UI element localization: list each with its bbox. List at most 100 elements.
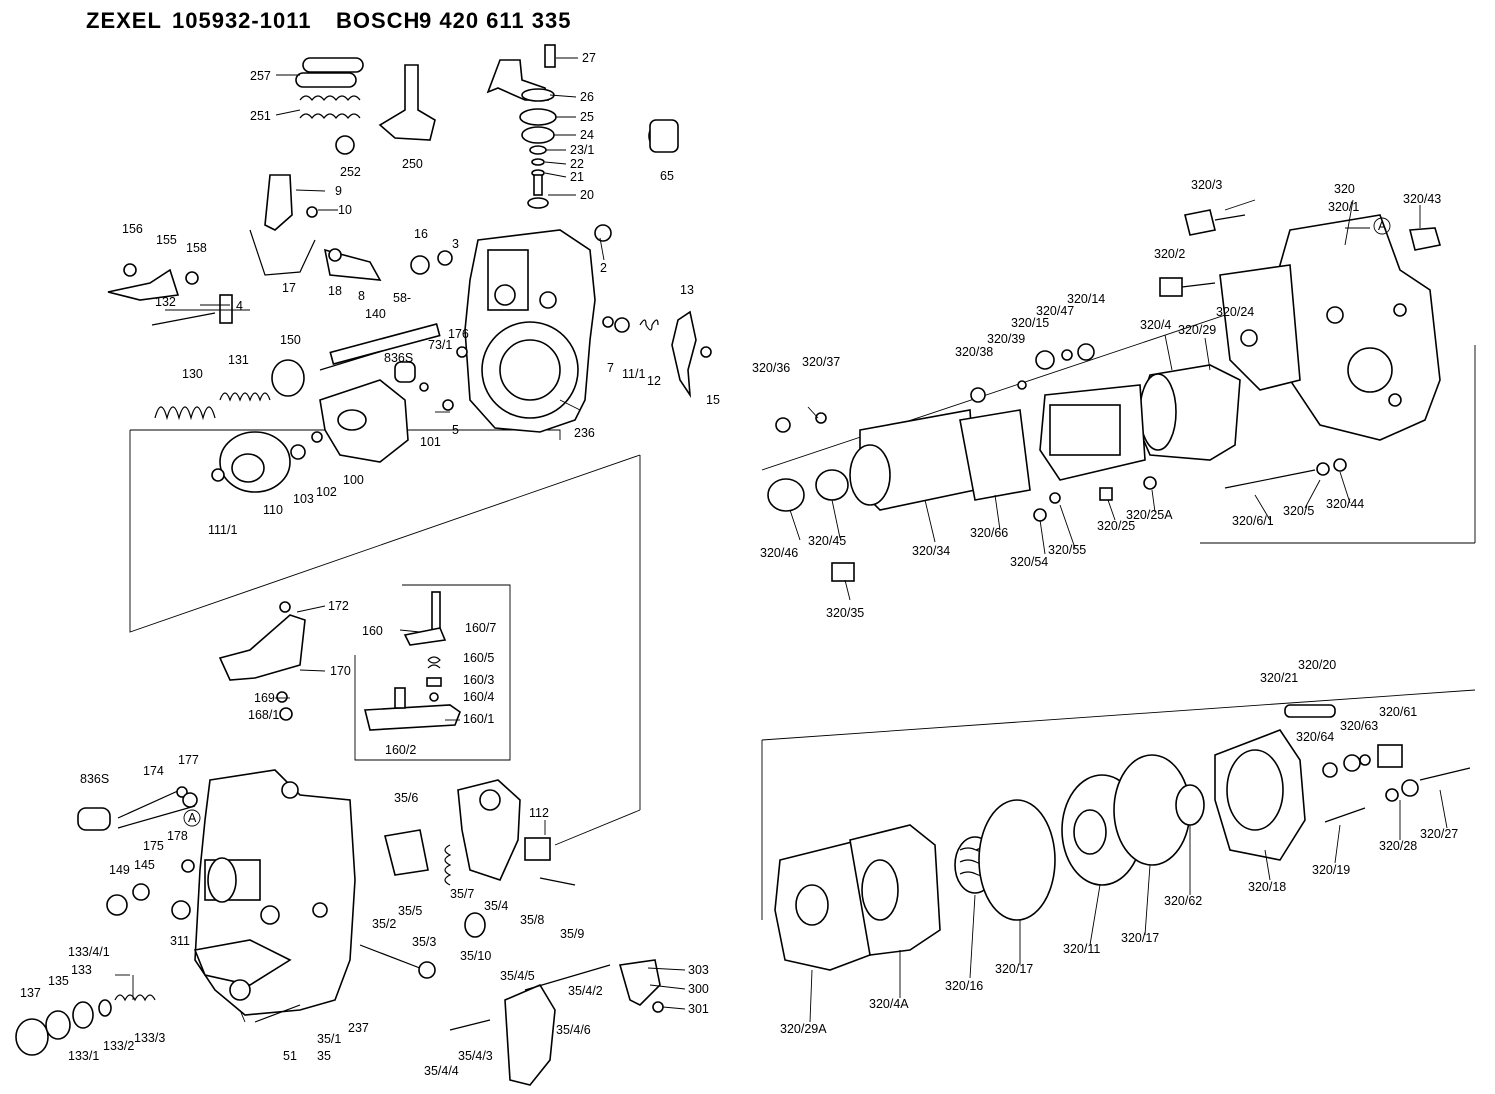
part-label-320-54: 320/54 — [1010, 555, 1048, 569]
part-label-320-1: 320/1 — [1328, 200, 1359, 214]
part-label-35-8: 35/8 — [520, 913, 544, 927]
part-label-155: 155 — [156, 233, 177, 247]
part-label-35-9: 35/9 — [560, 927, 584, 941]
part-label-7: 7 — [607, 361, 614, 375]
part-label-320-66: 320/66 — [970, 526, 1008, 540]
part-label-177: 177 — [178, 753, 199, 767]
part-label-169: 169 — [254, 691, 275, 705]
part-number-labels: 2726252423/12221206525725125225091015615… — [20, 51, 1458, 1078]
part-label-320-44: 320/44 — [1326, 497, 1364, 511]
part-label-320-4: 320/4 — [1140, 318, 1171, 332]
part-label-35-4-4: 35/4/4 — [424, 1064, 459, 1078]
callout-circle — [1373, 217, 1391, 235]
part-label-160-1: 160/1 — [463, 712, 494, 726]
part-label-20: 20 — [580, 188, 594, 202]
maker-name-zexel: ZEXEL — [86, 8, 162, 33]
part-label-320-14: 320/14 — [1067, 292, 1105, 306]
part-label-73-1: 73/1 — [428, 338, 452, 352]
part-label-13: 13 — [680, 283, 694, 297]
part-label-320-55: 320/55 — [1048, 543, 1086, 557]
part-label-237: 237 — [348, 1021, 369, 1035]
part-label-178: 178 — [167, 829, 188, 843]
part-label-172: 172 — [328, 599, 349, 613]
part-label-27: 27 — [582, 51, 596, 65]
part-label-2: 2 — [600, 261, 607, 275]
part-label-320-29a: 320/29A — [780, 1022, 827, 1036]
part-label-103: 103 — [293, 492, 314, 506]
part-label-160-5: 160/5 — [463, 651, 494, 665]
part-label-133: 133 — [71, 963, 92, 977]
part-label-35-1: 35/1 — [317, 1032, 341, 1046]
part-label-65: 65 — [660, 169, 674, 183]
part-label-836s-a: 836S — [384, 351, 413, 365]
leader-lines — [115, 57, 1448, 1023]
part-label-133-3: 133/3 — [134, 1031, 165, 1045]
part-label-35-4-3: 35/4/3 — [458, 1049, 493, 1063]
part-label-320-21: 320/21 — [1260, 671, 1298, 685]
part-label-175: 175 — [143, 839, 164, 853]
zexel-part-number: 105932-1011 — [172, 8, 312, 33]
pump-body-lower — [193, 769, 356, 1016]
part-label-251: 251 — [250, 109, 271, 123]
small-parts-left — [107, 57, 679, 326]
part-label-176: 176 — [448, 327, 469, 341]
group-320-lower — [774, 704, 1471, 971]
part-label-35-4: 35/4 — [484, 899, 508, 913]
part-label-35-5: 35/5 — [398, 904, 422, 918]
part-label-250: 250 — [402, 157, 423, 171]
lower-front-parts — [15, 779, 664, 1086]
part-label-101: 101 — [420, 435, 441, 449]
part-label-320-11: 320/11 — [1063, 942, 1100, 956]
part-label-35-4-6: 35/4/6 — [556, 1023, 591, 1037]
part-label-18: 18 — [328, 284, 342, 298]
part-label-160-7: 160/7 — [465, 621, 496, 635]
part-label-112: 112 — [529, 806, 549, 820]
part-label-257: 257 — [250, 69, 271, 83]
part-label-320-6-1: 320/6/1 — [1232, 514, 1274, 528]
part-label-135: 135 — [48, 974, 69, 988]
pump-housing-upper — [464, 229, 596, 433]
part-label-320-15: 320/15 — [1011, 316, 1049, 330]
part-label-8: 8 — [358, 289, 365, 303]
part-label-a2: A — [188, 811, 197, 825]
group-320-upper — [767, 209, 1442, 582]
part-label-160-3: 160/3 — [463, 673, 494, 687]
part-label-320-36: 320/36 — [752, 361, 790, 375]
part-label-320-24: 320/24 — [1216, 305, 1254, 319]
part-label-22: 22 — [570, 157, 584, 171]
part-label-320-17b: 320/17 — [995, 962, 1033, 976]
part-label-51: 51 — [283, 1049, 297, 1063]
part-label-311: 311 — [170, 934, 190, 948]
part-label-320-2: 320/2 — [1154, 247, 1185, 261]
part-label-35-6: 35/6 — [394, 791, 418, 805]
part-label-174: 174 — [143, 764, 164, 778]
part-label-320: 320 — [1334, 182, 1355, 196]
part-label-158: 158 — [186, 241, 207, 255]
part-label-12: 12 — [647, 374, 661, 388]
part-label-320-27: 320/27 — [1420, 827, 1458, 841]
part-label-320-25: 320/25 — [1097, 519, 1135, 533]
part-label-300: 300 — [688, 982, 709, 996]
part-label-58: 58- — [393, 291, 411, 305]
part-label-102: 102 — [316, 485, 337, 499]
part-label-320-62: 320/62 — [1164, 894, 1202, 908]
part-label-160: 160 — [362, 624, 383, 638]
part-label-131: 131 — [228, 353, 249, 367]
part-label-133-1: 133/1 — [68, 1049, 99, 1063]
part-label-137: 137 — [20, 986, 41, 1000]
part-label-17: 17 — [282, 281, 296, 295]
part-label-320-34: 320/34 — [912, 544, 950, 558]
part-label-35-4-2: 35/4/2 — [568, 984, 603, 998]
part-label-320-61: 320/61 — [1379, 705, 1417, 719]
part-label-21: 21 — [570, 170, 584, 184]
part-label-320-18: 320/18 — [1248, 880, 1286, 894]
part-label-168-1: 168/1 — [248, 708, 279, 722]
part-label-320-25a: 320/25A — [1126, 508, 1173, 522]
part-label-a1: A — [1378, 219, 1387, 233]
part-label-4: 4 — [236, 299, 243, 313]
part-label-320-47: 320/47 — [1036, 304, 1074, 318]
governor-group — [154, 322, 468, 493]
part-label-320-17a: 320/17 — [1121, 931, 1159, 945]
part-label-149: 149 — [109, 863, 130, 877]
part-label-836s-b: 836S — [80, 772, 109, 786]
